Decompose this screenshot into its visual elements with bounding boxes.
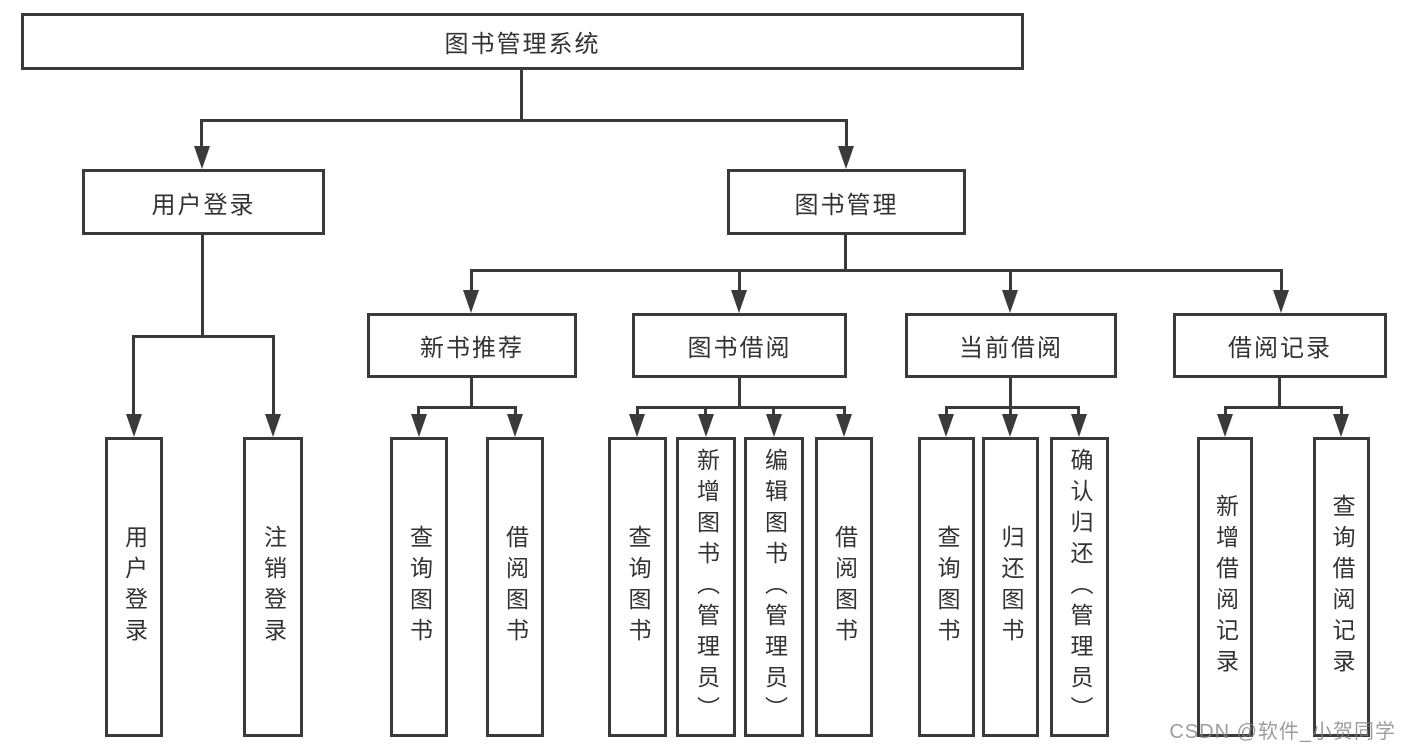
connector-line [470, 269, 1283, 272]
leaf-borrow-books-recommend: 借阅图书 [486, 437, 544, 737]
node-label: 当前借阅 [959, 335, 1063, 362]
connector-line [514, 406, 517, 418]
leaf-query-borrow-record: 查询借阅记录 [1313, 437, 1370, 737]
connector-line [200, 119, 848, 122]
node-borrowing-records: 借阅记录 [1173, 313, 1387, 378]
arrow-down-icon [938, 414, 954, 437]
arrow-down-icon [836, 414, 852, 437]
connector-line [1009, 378, 1012, 408]
leaf-query-books-borrow: 查询图书 [608, 437, 667, 737]
leaf-logout: 注销登录 [243, 437, 303, 737]
node-label: 图书管理系统 [444, 31, 601, 58]
connector-line [272, 335, 275, 419]
node-user-login: 用户登录 [82, 169, 325, 235]
connector-line [417, 406, 420, 418]
arrow-down-icon [463, 290, 479, 313]
connector-line [945, 406, 1080, 409]
leaf-label: 借阅图书 [831, 525, 858, 649]
node-label: 图书管理 [794, 191, 899, 219]
connector-line [1009, 406, 1012, 418]
leaf-label: 编辑图书（管理员） [761, 447, 788, 727]
arrow-down-icon [126, 414, 142, 437]
connector-line [636, 406, 846, 409]
arrow-down-icon [838, 146, 854, 169]
connector-line [738, 269, 741, 294]
connector-line [520, 69, 523, 122]
node-book-management: 图书管理 [727, 169, 966, 235]
leaf-label: 查询图书 [625, 525, 651, 649]
connector-line [1278, 378, 1281, 408]
leaf-label: 确认归还（管理员） [1067, 447, 1093, 727]
leaf-add-borrow-record: 新增借阅记录 [1197, 437, 1253, 737]
connector-line [704, 406, 707, 418]
arrow-down-icon [1002, 414, 1018, 437]
arrow-down-icon [1002, 290, 1018, 313]
arrow-down-icon [411, 414, 427, 437]
node-label: 图书借阅 [687, 335, 792, 362]
arrow-down-icon [265, 414, 281, 437]
node-label: 借阅记录 [1228, 335, 1332, 362]
leaf-label: 注销登录 [260, 525, 287, 649]
arrow-down-icon [698, 414, 714, 437]
node-label: 用户登录 [151, 191, 256, 219]
connector-line [738, 378, 741, 408]
connector-line [1224, 406, 1343, 409]
connector-line [201, 235, 204, 338]
connector-line [1077, 406, 1080, 418]
connector-line [636, 406, 639, 418]
arrow-down-icon [1071, 414, 1087, 437]
node-library-management-system: 图书管理系统 [21, 13, 1024, 70]
leaf-label: 新增借阅记录 [1212, 494, 1239, 680]
arrow-down-icon [766, 414, 782, 437]
node-book-borrowing: 图书借阅 [632, 313, 847, 378]
leaf-label: 借阅图书 [502, 525, 529, 649]
leaf-edit-book-admin: 编辑图书（管理员） [744, 437, 804, 737]
connector-line [1224, 406, 1227, 418]
connector-line [844, 235, 847, 272]
connector-line [1340, 406, 1343, 418]
connector-line [1280, 269, 1283, 294]
connector-line [200, 119, 203, 151]
leaf-query-books-current: 查询图书 [918, 437, 975, 737]
leaf-confirm-return-admin: 确认归还（管理员） [1050, 437, 1109, 737]
leaf-label: 查询图书 [934, 525, 960, 649]
arrow-down-icon [1333, 414, 1349, 437]
connector-line [132, 335, 135, 419]
connector-line [470, 269, 473, 294]
arrow-down-icon [731, 290, 747, 313]
leaf-label: 查询借阅记录 [1329, 494, 1355, 680]
arrow-down-icon [194, 146, 210, 169]
connector-line [1009, 269, 1012, 294]
leaf-add-book-admin: 新增图书（管理员） [676, 437, 736, 737]
leaf-label: 查询图书 [406, 525, 433, 649]
csdn-watermark: CSDN @软件_小贺同学 [1169, 721, 1396, 743]
leaf-borrow-books: 借阅图书 [815, 437, 873, 737]
connector-line [470, 378, 473, 408]
connector-line [417, 406, 517, 409]
connector-line [772, 406, 775, 418]
arrow-down-icon [1273, 290, 1289, 313]
arrow-down-icon [629, 414, 645, 437]
arrow-down-icon [507, 414, 523, 437]
connector-line [132, 335, 275, 338]
connector-line [945, 406, 948, 418]
node-label: 新书推荐 [420, 335, 524, 362]
node-current-borrowing: 当前借阅 [905, 313, 1117, 378]
arrow-down-icon [1217, 414, 1233, 437]
node-new-book-recommend: 新书推荐 [367, 313, 577, 378]
leaf-label: 新增图书（管理员） [693, 447, 720, 727]
leaf-label: 归还图书 [998, 525, 1024, 649]
leaf-return-books: 归还图书 [982, 437, 1039, 737]
leaf-query-books-recommend: 查询图书 [390, 437, 448, 737]
leaf-user-login: 用户登录 [105, 437, 163, 737]
leaf-label: 用户登录 [121, 525, 148, 649]
connector-line [845, 119, 848, 151]
connector-line [843, 406, 846, 418]
